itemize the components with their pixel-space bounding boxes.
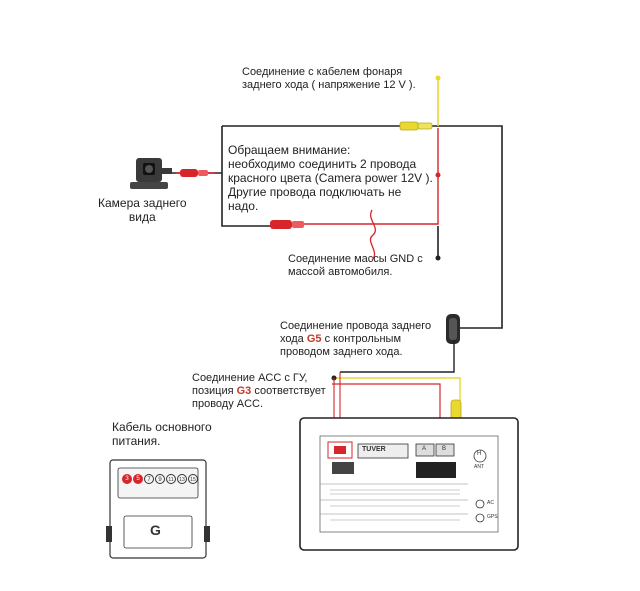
connector-pin: 5 [133, 474, 143, 484]
ground-label: Соединение массы GND с массой автомобиля… [288, 253, 423, 278]
reverse-connector-icon [446, 314, 460, 344]
acc-label: Соединение ACC с ГУ, позиция G3 соответс… [192, 372, 326, 411]
black-wire-top [222, 125, 503, 329]
acc-text-c: соответствует проводу ACC. [192, 385, 326, 410]
port-h-label: H [477, 451, 482, 457]
reverse-wire-text-a: Соединение провода заднего хода [280, 320, 432, 345]
port-ac-label: AC [487, 500, 494, 506]
port-gps-label: GPS [487, 514, 498, 520]
ground-wire-end [435, 255, 441, 261]
acc-text-a: Соединение ACC с ГУ, позиция [192, 372, 308, 397]
connector-pin: 9 [155, 474, 165, 484]
connector-pin: 3 [122, 474, 132, 484]
reverse-light-label: Соединение с кабелем фонаря заднего хода… [242, 66, 416, 91]
red-wire-g3 [332, 383, 441, 420]
camera-label: Камера заднего вида [98, 196, 187, 224]
reverse-wire-g5: G5 [306, 333, 322, 345]
yellow-wire-end [435, 75, 441, 81]
port-b-label: B [442, 446, 447, 452]
connector-letter: G [150, 522, 161, 538]
port-ant-label: ANT [474, 464, 484, 470]
black-wire-left [221, 126, 280, 227]
connector-pin: 11 [166, 474, 176, 484]
camera-plug-icon [180, 169, 208, 177]
connector-pin: 13 [177, 474, 187, 484]
notice-label: Обращаем внимание: необходимо соединить … [228, 143, 433, 213]
main-cable-label: Кабель основного питания. [112, 420, 212, 448]
connector-pin: 7 [144, 474, 154, 484]
rca-plug-unit-icon [450, 399, 462, 421]
head-unit-icon [299, 417, 519, 551]
connector-pin: 15 [188, 474, 198, 484]
panel-label: TUVER [362, 446, 386, 453]
black-wire-acc [340, 340, 455, 373]
connector-pins: 3 5 7 9 11 13 15 [122, 474, 198, 484]
reverse-wire-label: Соединение провода заднего хода G5 с кон… [280, 320, 431, 359]
rca-plug-top-icon [399, 121, 433, 131]
rear-camera-icon [130, 158, 172, 189]
reverse-wire-text-c: с контрольным проводом заднего хода. [280, 333, 403, 358]
port-a-label: A [422, 446, 427, 452]
acc-g3: G3 [236, 385, 252, 397]
rca-plug-red-icon [270, 220, 304, 229]
coiled-wire [369, 209, 377, 261]
red-wire-node [435, 172, 441, 178]
red-wire [300, 128, 439, 225]
